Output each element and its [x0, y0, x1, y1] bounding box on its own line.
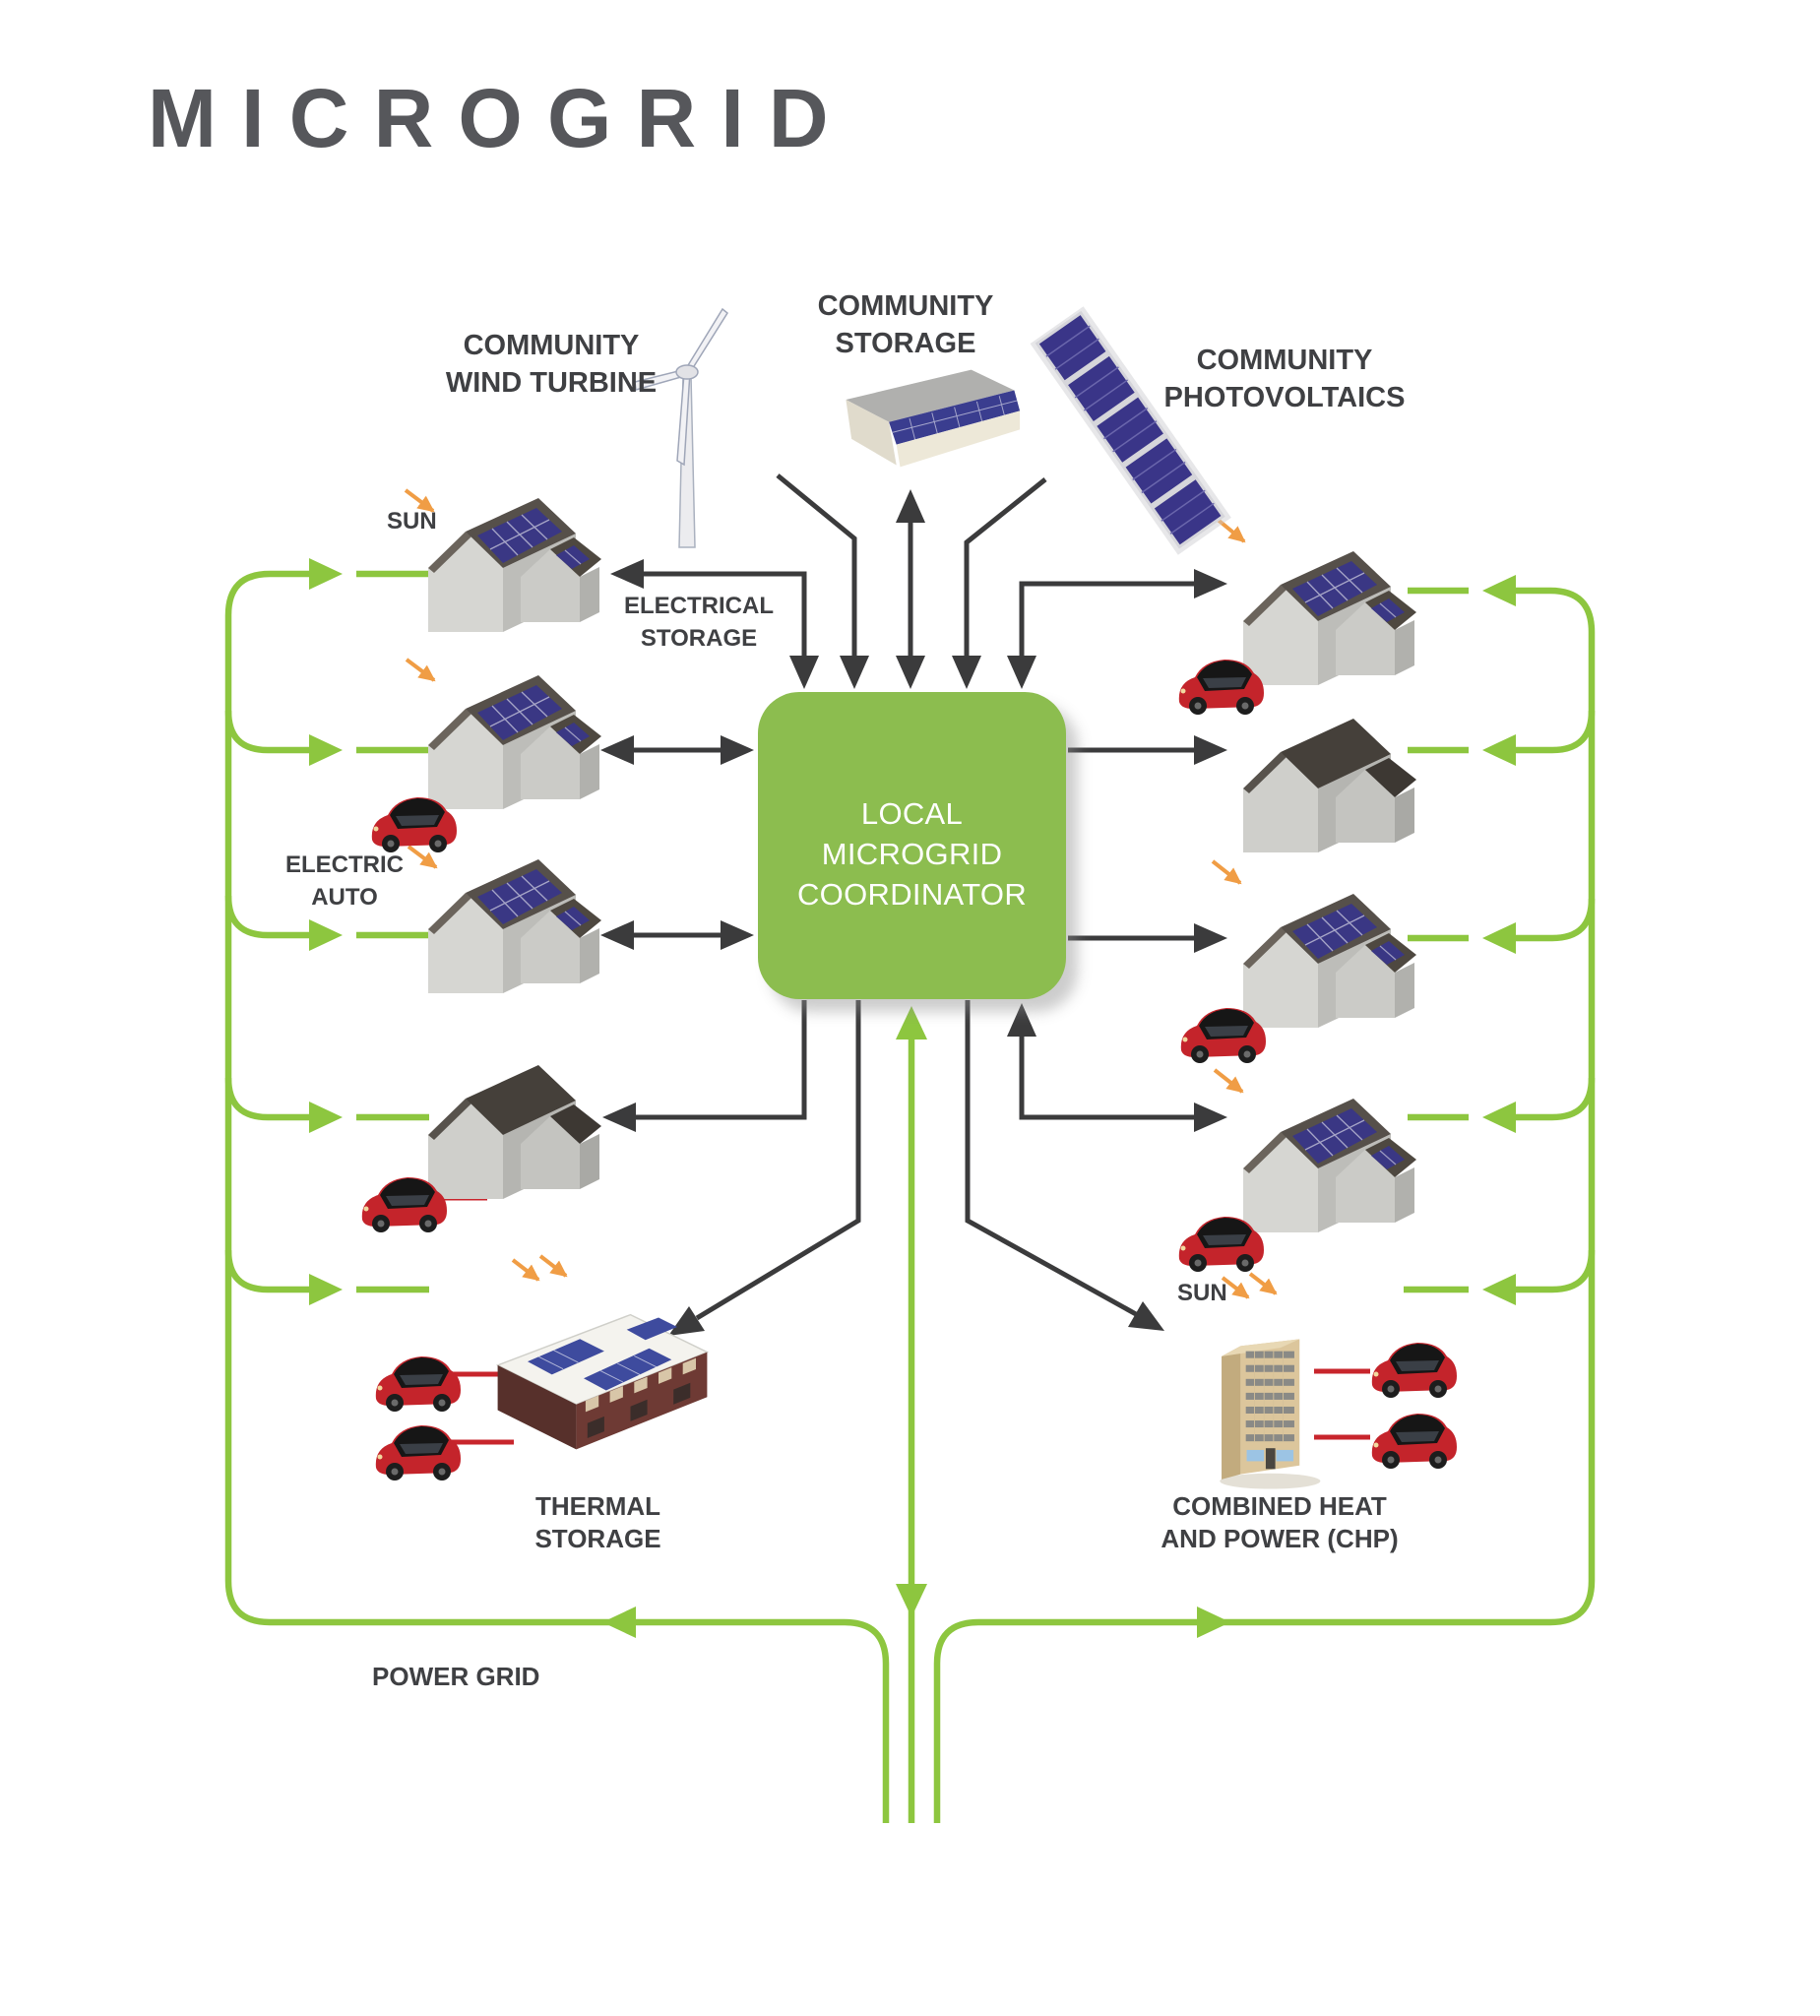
thermal-storage-label: THERMAL STORAGE	[534, 1491, 661, 1553]
coordinator-label: LOCAL MICROGRID COORDINATOR	[796, 796, 1028, 912]
sun-label-right: SUN	[1177, 1280, 1227, 1306]
house-left-3-icon	[427, 858, 602, 994]
microgrid-links	[634, 473, 1194, 1321]
electric-car-icon	[1371, 1414, 1457, 1469]
solar-warehouse-icon	[845, 369, 1021, 468]
house-left-4-icon	[428, 1065, 601, 1199]
house-left-1-icon	[427, 497, 602, 633]
sun-label-left: SUN	[387, 508, 437, 535]
power-grid-loop	[224, 570, 1596, 1823]
house-right-2-icon	[1243, 719, 1416, 852]
house-right-1-icon	[1242, 550, 1417, 686]
house-left-2-icon	[427, 674, 602, 810]
electric-car-icon	[1371, 1343, 1457, 1398]
community-wind-turbine-label: COMMUNITY WIND TURBINE	[445, 330, 658, 399]
power-grid-arrowheads	[309, 558, 1516, 1638]
community-storage-label: COMMUNITY STORAGE	[817, 290, 994, 359]
house-right-3-icon	[1242, 893, 1417, 1029]
electrical-storage-label: ELECTRICAL STORAGE	[624, 593, 774, 652]
community-photovoltaics-label: COMMUNITY PHOTOVOLTAICS	[1163, 345, 1406, 413]
electric-car-icon	[375, 1425, 461, 1480]
house-right-4-icon	[1242, 1098, 1417, 1233]
diagram-title: MICROGRID	[148, 72, 853, 164]
microgrid-arrowheads	[600, 489, 1227, 1336]
electric-car-icon	[375, 1356, 461, 1412]
solar-roof-building-icon	[496, 1313, 709, 1451]
electric-auto-label: ELECTRIC AUTO	[285, 851, 404, 911]
office-tower-icon	[1219, 1338, 1321, 1490]
chp-label: COMBINED HEAT AND POWER (CHP)	[1161, 1491, 1399, 1553]
power-grid-label: POWER GRID	[372, 1662, 540, 1691]
coordinator-box	[758, 692, 1078, 1012]
